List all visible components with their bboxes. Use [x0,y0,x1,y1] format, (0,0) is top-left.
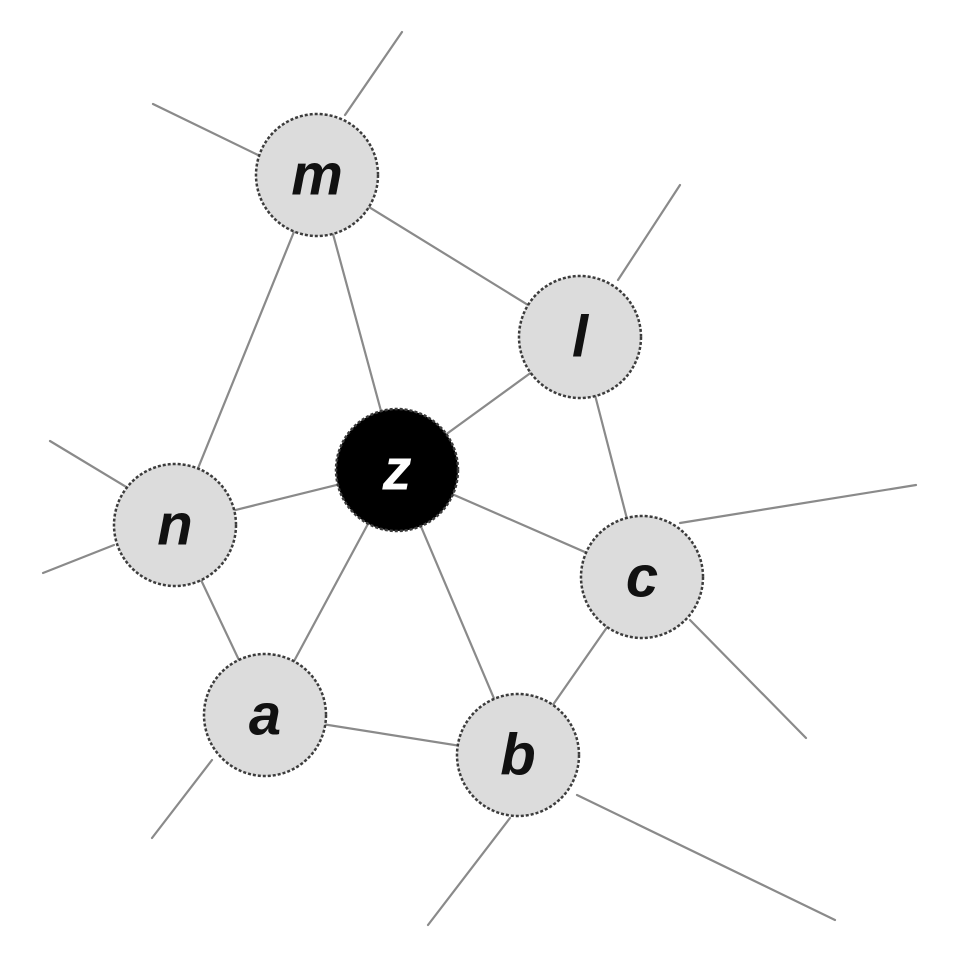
node-n-label: n [157,493,192,558]
node-a-circle [202,652,328,778]
edge-stub-b-lower-left [426,816,512,927]
node-m: m [254,112,380,238]
node-z-label: z [382,438,412,503]
edge-stub-n-upper-left [48,439,130,490]
edge-stub-c-lower-right [688,618,808,740]
edge-stub-n-lower-left [41,543,116,575]
edge-m-n [173,173,319,527]
node-z-circle [334,407,460,533]
node-c: c [579,514,705,640]
node-c-circle [579,514,705,640]
node-b: b [455,692,581,818]
node-n-circle [112,462,238,588]
node-a: a [202,652,328,778]
node-a-label: a [249,683,281,748]
node-c-label: c [626,545,658,610]
outer-edge-stubs [41,30,918,927]
node-m-circle [254,112,380,238]
node-l-label: l [572,305,590,370]
node-z: z [334,407,460,533]
edge-stub-m-upper-left [151,102,260,157]
node-m-label: m [291,143,343,208]
node-set: m l z n c a b [112,112,705,818]
edge-stub-c-right [678,483,918,525]
edge-stub-m-upper-right [343,30,404,117]
node-b-circle [455,692,581,818]
edge-stub-l-upper-right [616,183,682,282]
node-l: l [517,274,643,400]
node-l-circle [517,274,643,400]
node-b-label: b [500,723,535,788]
edge-stub-b-lower-right [575,793,837,922]
edge-stub-a-lower-left [150,758,214,840]
node-n: n [112,462,238,588]
